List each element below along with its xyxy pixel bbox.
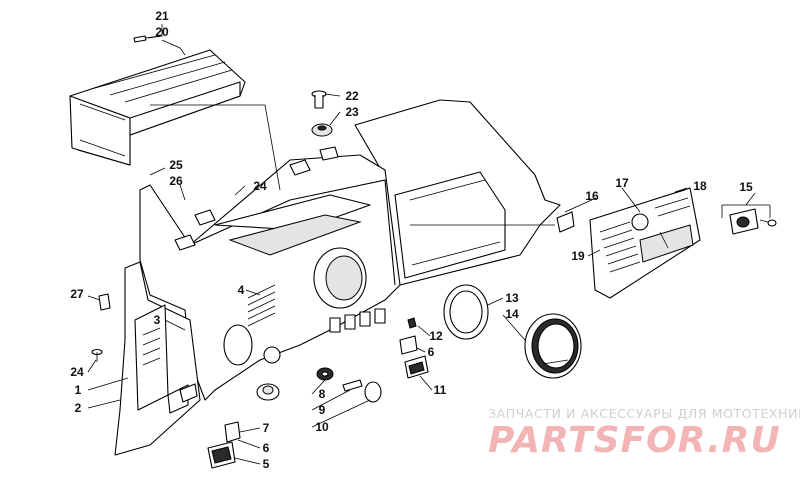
upper-dash-cover bbox=[354, 99, 561, 286]
nut-8 bbox=[316, 367, 334, 381]
callout-8: 8 bbox=[319, 387, 326, 401]
callout-24-left: 24 bbox=[70, 365, 84, 379]
callout-3: 3 bbox=[154, 313, 161, 327]
callout-19: 19 bbox=[571, 249, 585, 263]
callout-10: 10 bbox=[315, 420, 329, 434]
left-clip bbox=[98, 293, 111, 311]
switch-5 bbox=[207, 441, 236, 469]
callout-18: 18 bbox=[693, 179, 707, 193]
callout-9: 9 bbox=[319, 403, 326, 417]
main-dash-panel bbox=[139, 146, 401, 401]
watermark: ЗАПЧАСТИ И АКСЕССУАРЫ ДЛЯ МОТОТЕХНИКИ PA… bbox=[488, 406, 800, 461]
switch-6-lower bbox=[224, 421, 241, 443]
callout-14: 14 bbox=[505, 307, 519, 321]
left-side-panel bbox=[114, 261, 201, 456]
callout-25: 25 bbox=[169, 158, 183, 172]
callout-17: 17 bbox=[615, 176, 629, 190]
key-switch-15 bbox=[729, 208, 777, 235]
gauge-ring bbox=[443, 284, 489, 340]
callout-13: 13 bbox=[505, 291, 519, 305]
grommet bbox=[311, 123, 333, 137]
dash-fastener bbox=[311, 90, 327, 109]
bracket-16 bbox=[556, 211, 575, 233]
callout-1: 1 bbox=[75, 383, 82, 397]
knob-10 bbox=[364, 381, 382, 403]
callout-12: 12 bbox=[429, 329, 443, 343]
watermark-tagline: ЗАПЧАСТИ И АКСЕССУАРЫ ДЛЯ МОТОТЕХНИКИ bbox=[488, 406, 800, 421]
callout-6-lower: 6 bbox=[263, 441, 270, 455]
callout-27: 27 bbox=[70, 287, 84, 301]
callout-22: 22 bbox=[345, 89, 359, 103]
callout-2: 2 bbox=[75, 401, 82, 415]
leader-lines bbox=[87, 24, 756, 465]
callout-21: 21 bbox=[155, 9, 169, 23]
callout-23: 23 bbox=[345, 105, 359, 119]
decal-panel bbox=[589, 187, 701, 299]
callout-24-top: 24 bbox=[253, 179, 267, 193]
clip-12 bbox=[407, 317, 417, 329]
switch-11 bbox=[404, 355, 429, 379]
left-screw bbox=[91, 348, 103, 362]
callout-26: 26 bbox=[169, 174, 183, 188]
callout-labels: 21 20 22 23 25 26 24 16 17 18 15 19 27 4… bbox=[70, 9, 753, 471]
callout-5: 5 bbox=[263, 457, 270, 471]
callout-6-upper: 6 bbox=[428, 345, 435, 359]
speedometer-gauge bbox=[524, 313, 582, 379]
switch-6-upper bbox=[399, 335, 418, 355]
callout-16: 16 bbox=[585, 189, 599, 203]
storage-bin bbox=[69, 49, 246, 166]
ignition-switch bbox=[256, 383, 280, 401]
watermark-brand: PARTSFOR.RU bbox=[488, 420, 781, 461]
switch-bank bbox=[329, 308, 386, 333]
callout-11: 11 bbox=[434, 383, 447, 397]
key-9 bbox=[342, 379, 363, 392]
callout-7: 7 bbox=[263, 421, 270, 435]
callout-15: 15 bbox=[739, 180, 753, 194]
callout-4: 4 bbox=[238, 283, 245, 297]
callout-20: 20 bbox=[155, 25, 169, 39]
